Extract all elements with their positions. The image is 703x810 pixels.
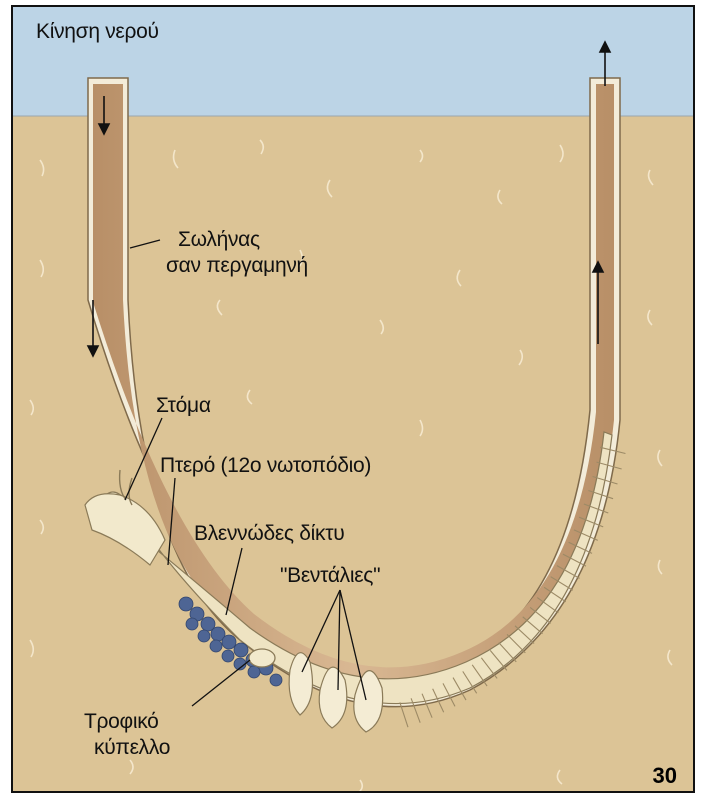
fans-label: "Βεντάλιες" [280, 564, 380, 588]
page-number: 30 [653, 763, 677, 789]
tube-label-line1: Σωλήνας [178, 228, 260, 252]
tube-label-line2: σαν περγαμηνή [166, 254, 308, 278]
wing-label: Πτερό (12ο νωτοπόδιο) [160, 454, 371, 478]
mouth-label: Στόμα [156, 394, 211, 418]
mucus-net-label: Βλεννώδες δίκτυ [194, 522, 344, 546]
food-cup [249, 649, 275, 667]
food-cup-label-line2: κύπελλο [94, 736, 170, 760]
water-flow-label: Κίνηση νερού [36, 20, 159, 44]
food-cup-label-line1: Τροφικό [84, 710, 159, 734]
